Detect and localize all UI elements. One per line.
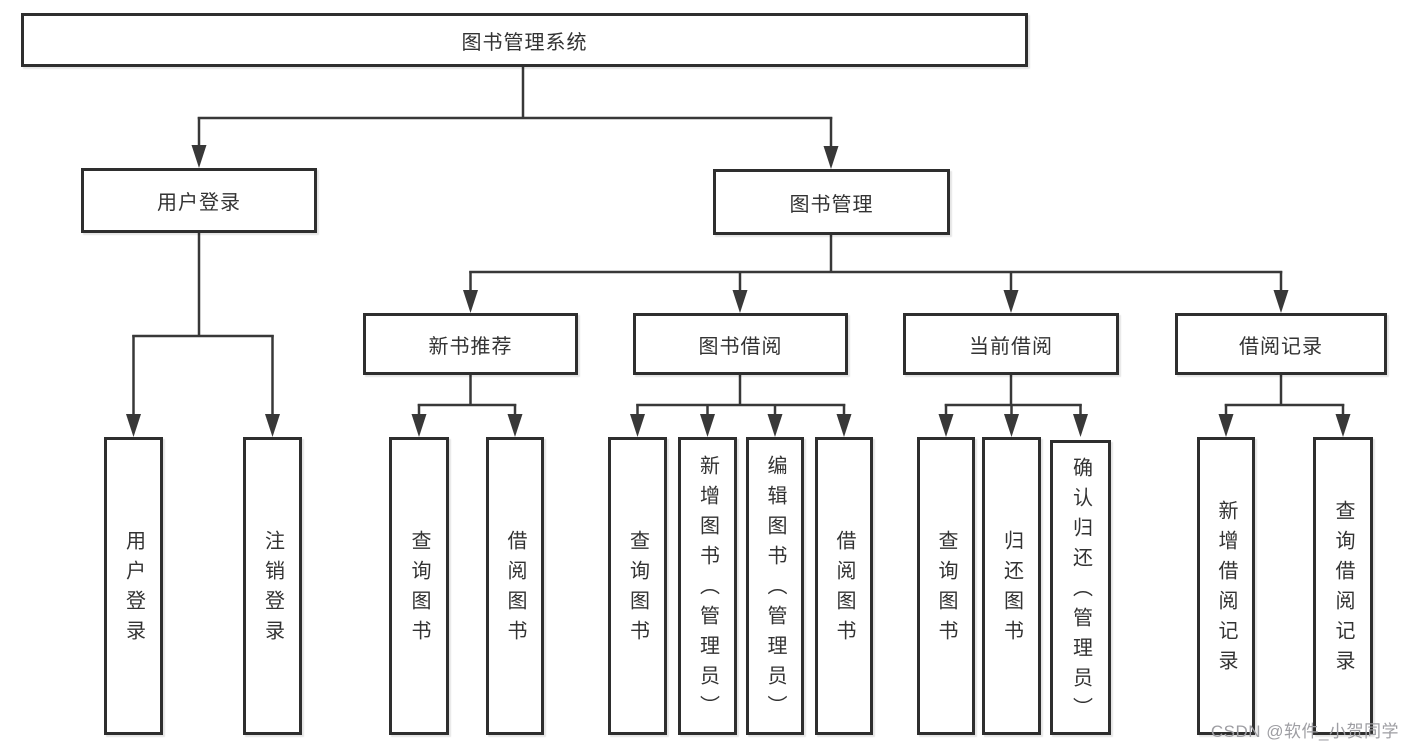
leaf-bb-add-books-admin: 新增图书（管理员） [678,437,737,735]
node-root: 图书管理系统 [21,13,1028,67]
leaf-cb-query-books: 查询图书 [917,437,975,735]
leaf-cb-return-books-label: 归还图书 [1000,530,1023,650]
node-root-label: 图书管理系统 [461,31,588,54]
node-borrowing-records: 借阅记录 [1175,313,1387,375]
leaf-user-login-label: 用户登录 [122,530,145,650]
node-new-book-recommend: 新书推荐 [363,313,578,375]
leaf-bb-add-books-admin-label: 新增图书（管理员） [696,455,719,725]
node-borrowing-records-label: 借阅记录 [1239,335,1323,358]
leaf-bb-query-books: 查询图书 [608,437,667,735]
node-book-management-label: 图书管理 [789,193,874,216]
leaf-bb-borrow-books-label: 借阅图书 [833,530,855,650]
leaf-bb-edit-books-admin: 编辑图书（管理员） [746,437,804,735]
node-user-login: 用户登录 [81,168,317,233]
leaf-br-add-borrow-record-label: 新增借阅记录 [1215,500,1237,680]
leaf-logout-label: 注销登录 [261,530,284,650]
node-book-management: 图书管理 [713,169,950,235]
node-user-login-label: 用户登录 [157,192,241,214]
leaf-logout: 注销登录 [243,437,302,735]
leaf-cb-query-books-label: 查询图书 [935,530,957,650]
arrowheads [126,145,1351,437]
node-new-book-recommend-label: 新书推荐 [428,335,513,358]
leaf-user-login: 用户登录 [104,437,163,735]
leaf-nb-borrow-books: 借阅图书 [486,437,544,735]
node-current-borrowing-label: 当前借阅 [969,335,1053,358]
leaf-nb-borrow-books-label: 借阅图书 [504,530,526,650]
leaf-cb-confirm-return-admin-label: 确认归还（管理员） [1069,456,1092,727]
leaf-nb-query-books: 查询图书 [389,437,449,735]
watermark: CSDN @软件_小贺同学 [1210,722,1399,741]
leaf-br-query-borrow-record-label: 查询借阅记录 [1332,500,1354,680]
leaf-bb-query-books-label: 查询图书 [626,530,649,650]
leaf-bb-edit-books-admin-label: 编辑图书（管理员） [764,455,786,725]
node-current-borrowing: 当前借阅 [903,313,1119,375]
leaf-br-add-borrow-record: 新增借阅记录 [1197,437,1255,735]
leaf-cb-confirm-return-admin: 确认归还（管理员） [1050,440,1111,735]
leaf-nb-query-books-label: 查询图书 [408,530,430,650]
leaf-cb-return-books: 归还图书 [982,437,1041,735]
leaf-bb-borrow-books: 借阅图书 [815,437,873,735]
leaf-br-query-borrow-record: 查询借阅记录 [1313,437,1373,735]
node-book-borrowing-label: 图书借阅 [698,335,783,358]
node-book-borrowing: 图书借阅 [633,313,848,375]
